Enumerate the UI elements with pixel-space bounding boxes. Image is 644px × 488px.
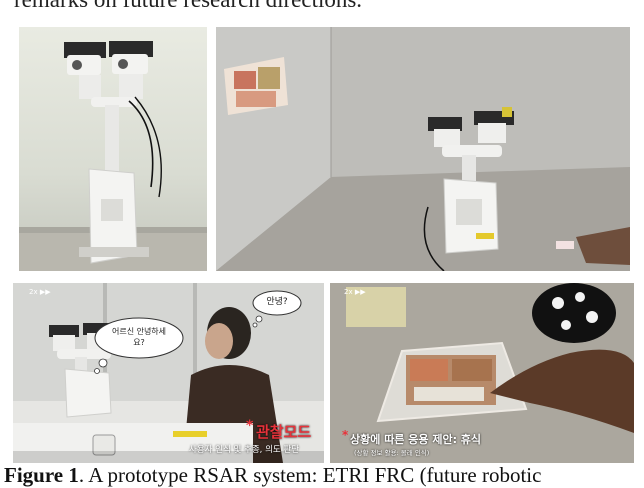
speech-bubble-user: 안녕? xyxy=(266,297,288,307)
suggestion-caption: 상황에 따른 응용 제안: 휴식 xyxy=(350,433,482,446)
mode-subtitle: 사용자 인식 및 추종, 의도 판단 xyxy=(189,445,300,455)
mode-title: 관찰모드 xyxy=(256,423,312,441)
playback-indicator: 2x ▶▶ xyxy=(29,288,51,296)
suggestion-subcaption: (상황 정보 활용: 몰래 인식) xyxy=(354,449,430,457)
photo-user-interaction: 2x ▶▶ 어르신 안녕하세요? 안녕? * 관찰모드 사용자 인식 및 추종,… xyxy=(13,283,324,463)
projected-interface-illustration xyxy=(330,283,634,463)
mode-title-asterisk: * xyxy=(246,418,254,434)
room-projection-illustration xyxy=(216,27,630,271)
playback-indicator: 2x ▶▶ xyxy=(344,288,366,296)
preceding-paragraph-text: remarks on future research directions. xyxy=(14,0,634,14)
photo-projected-interface: 2x ▶▶ * 상황에 따른 응용 제안: 휴식 (상황 정보 활용: 몰래 인… xyxy=(330,283,634,463)
user-interaction-illustration xyxy=(13,283,324,463)
suggestion-asterisk: * xyxy=(342,428,349,442)
figure-caption-text: . A prototype RSAR system: ETRI FRC (fut… xyxy=(78,463,542,487)
robot-standalone-illustration xyxy=(19,41,207,271)
photo-robot-projection-room xyxy=(216,27,630,271)
photo-robot-standalone xyxy=(19,27,207,271)
speech-bubble-robot: 어르신 안녕하세요? xyxy=(111,327,167,347)
figure-caption: Figure 1. A prototype RSAR system: ETRI … xyxy=(0,462,644,488)
figure-label: Figure 1 xyxy=(4,463,79,487)
